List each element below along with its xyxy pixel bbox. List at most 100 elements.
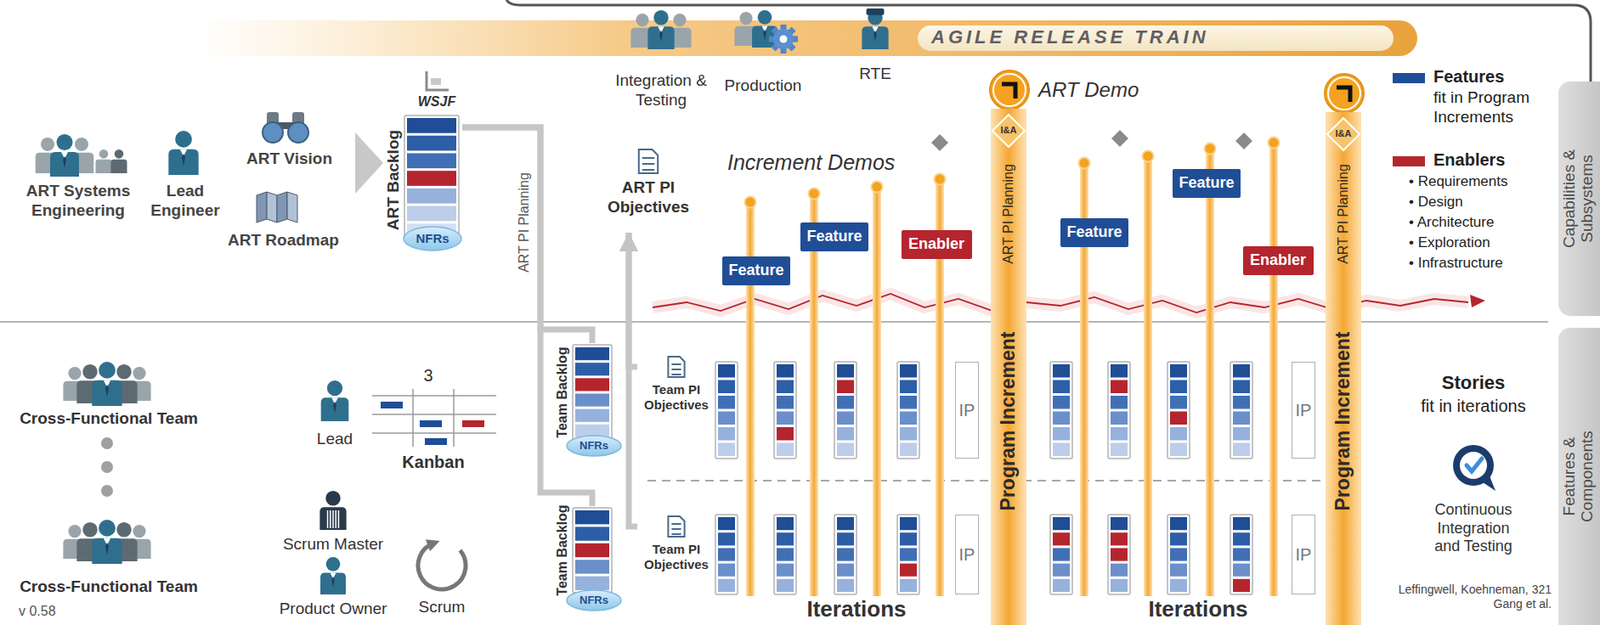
stack-frame: [774, 361, 797, 459]
text-label: ART Demo: [1038, 78, 1139, 103]
edge-label: ART PI Planning: [515, 170, 532, 275]
backlog-item: [1232, 443, 1250, 458]
backlog-item: [1232, 517, 1250, 531]
backlog-item: [899, 395, 917, 410]
ia-diamond: I&A: [1326, 117, 1361, 152]
shirt-stripe: [329, 510, 332, 529]
backlog-item: [836, 532, 854, 546]
rotated-text-holder: Program Increment: [997, 332, 1019, 512]
band-fill: [990, 108, 1027, 625]
backlog-item: [836, 380, 854, 395]
backlog-item: [1052, 579, 1070, 593]
person-head: [757, 10, 773, 25]
person-head: [132, 525, 146, 538]
backlog-item: [718, 380, 735, 395]
backlog-item: [776, 532, 794, 546]
document-line: [671, 373, 681, 376]
person-head: [114, 149, 125, 159]
feature-box: Feature: [722, 256, 791, 286]
backlog-item: [836, 364, 854, 379]
text-label: v 0.58: [18, 603, 57, 620]
nfr-shape: [403, 226, 462, 251]
backlog-item: [776, 380, 794, 395]
label-holder: ART Roadmap: [227, 231, 340, 251]
milestone-diamond: [1234, 131, 1254, 151]
demo-dot: [871, 181, 883, 193]
ia-shape: [992, 114, 1025, 147]
text-label: Continuous Integration and Testing: [1424, 501, 1522, 557]
backlog-stack: [1050, 514, 1073, 595]
ci-face: [1459, 452, 1487, 480]
backlog-item: [1110, 427, 1128, 441]
backlog-item: [1232, 532, 1250, 546]
label-holder: Scrum: [407, 598, 476, 618]
rotated-text-holder: Features & Components: [1560, 404, 1597, 549]
person-icon: [320, 557, 346, 595]
backlog-item: [1232, 395, 1250, 410]
nfr-ellipse: NFRs: [402, 226, 463, 252]
demo-dot: [934, 174, 946, 186]
person-icon: [50, 134, 80, 177]
person-tie: [873, 30, 877, 42]
backlog-item: [1052, 548, 1070, 561]
kanban-column: [412, 389, 414, 447]
backlog-item: [836, 564, 854, 577]
backlog-stack: [1167, 514, 1190, 595]
backlog-item: [1110, 517, 1128, 531]
person-tie: [331, 576, 335, 588]
kanban-row: [372, 432, 497, 435]
person-head: [98, 361, 116, 379]
backlog-item: [899, 564, 917, 577]
flow-chevron: [355, 132, 384, 194]
person-icon: [168, 130, 198, 176]
text-label: Increment Demos: [727, 149, 895, 176]
backlog-item: [899, 364, 917, 379]
backlog-stack: [834, 514, 857, 595]
backlog-item: [836, 548, 854, 561]
backlog-item: [1052, 427, 1070, 441]
program-increment-band: ART PI PlanningProgram IncrementI&A: [990, 108, 1027, 625]
program-increment-band: ART PI PlanningProgram IncrementI&A: [1325, 112, 1362, 625]
backlog-item: [836, 443, 854, 458]
node-text: Team Backlog: [554, 346, 571, 438]
map-panel: [287, 192, 298, 223]
shirt-stripe: [334, 510, 337, 529]
stack-frame: [1108, 361, 1131, 459]
label-holder: RTE: [849, 64, 901, 85]
backlog-item: [1170, 564, 1188, 577]
backlog-item: [575, 394, 610, 408]
objectives-doc: ART PI Objectives: [598, 147, 699, 233]
gear-hole: [780, 35, 788, 44]
text-label: Leffingwell, Koehneman, 321 Gang et al.: [1390, 582, 1552, 612]
team-backlog: Team BacklogNFRs: [554, 343, 628, 463]
person-head: [67, 367, 81, 380]
backlog-item: [1110, 548, 1128, 561]
legend-text: Enablers: [1433, 149, 1505, 170]
map-panel: [256, 192, 267, 223]
rotated-text-holder: Capabilities & Subsystems: [1560, 126, 1597, 272]
text-label: ART Vision: [246, 149, 333, 170]
node-text: ART PI Planning: [1335, 163, 1352, 265]
stack-frame: [1050, 514, 1073, 595]
text-label: Cross-Functional Team: [5, 409, 213, 430]
node-text: IP: [1294, 541, 1312, 569]
backlog-item: [407, 188, 457, 204]
person-head: [672, 13, 686, 27]
roadmap-icon: [256, 192, 298, 223]
backlog-item: [1110, 579, 1128, 593]
label-holder: Iterations: [792, 596, 921, 623]
backlog-stack: [1108, 361, 1131, 459]
backlog-item: [776, 548, 794, 561]
person-body: [110, 159, 127, 174]
side-tab: Features & Components: [1558, 327, 1600, 625]
stack-frame: [774, 514, 797, 595]
backlog-item: [407, 170, 457, 187]
binocular-lens: [262, 122, 283, 143]
backlog-item: [899, 427, 917, 441]
backlog-stack: [1050, 361, 1073, 459]
person-body: [91, 538, 122, 565]
backlog-item: [899, 443, 917, 458]
art-backlog: ART BacklogNFRs: [384, 113, 463, 254]
backlog-item: [575, 543, 610, 558]
